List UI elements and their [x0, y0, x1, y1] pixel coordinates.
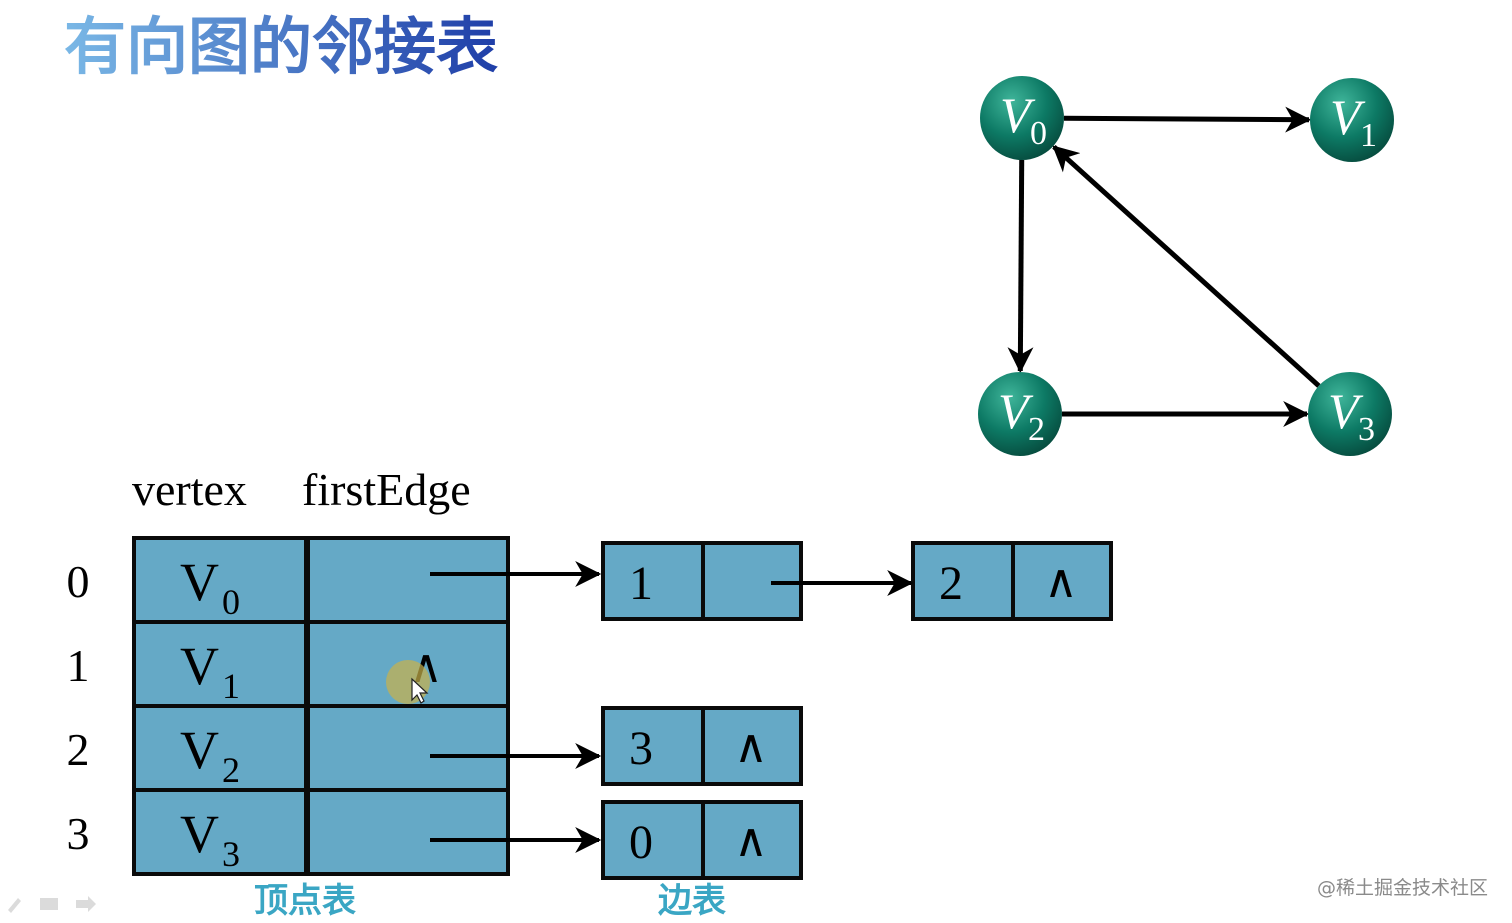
next-cell [701, 706, 803, 786]
vertex-label: V [180, 552, 219, 612]
vertex-label: V [180, 804, 219, 864]
vertex-subscript: 3 [222, 834, 240, 874]
null-marker: ∧ [734, 815, 768, 866]
adjvex-value: 2 [939, 557, 963, 610]
vertex-label: V [180, 720, 219, 780]
row-index: 3 [67, 808, 90, 859]
graph-node-label: V [1000, 87, 1036, 143]
vertex-cell [132, 536, 308, 624]
watermark-text: @稀土掘金技术社区 [1317, 877, 1488, 899]
next-arrow-icon[interactable] [76, 896, 96, 912]
cursor-halo [386, 660, 430, 704]
vertex-cell [132, 704, 308, 792]
graph-node-label: V [998, 383, 1034, 439]
edge-node: 0∧ [601, 800, 803, 880]
adjvex-value: 3 [629, 722, 653, 775]
graph-edge-v0-v2 [1007, 159, 1034, 374]
edge-node: 2∧ [911, 541, 1113, 621]
firstedge-cell [306, 788, 510, 876]
page-title: 有向图的邻接表 [64, 10, 498, 83]
menu-icon[interactable] [40, 898, 58, 910]
firstedge-cell [306, 536, 510, 624]
graph-node-label: V [1328, 383, 1364, 439]
row-index: 1 [67, 640, 90, 691]
adjvex-cell [601, 541, 705, 621]
edge-table-caption: 边表 [658, 881, 726, 921]
vertex-cell [132, 788, 308, 876]
vertex-subscript: 1 [222, 666, 240, 706]
header-firstedge: firstEdge [302, 464, 471, 515]
vertex-subscript: 0 [222, 582, 240, 622]
pen-icon[interactable] [8, 898, 21, 913]
next-cell [1011, 541, 1113, 621]
row-index: 2 [67, 724, 90, 775]
graph-node-label: V [1330, 89, 1366, 145]
graph-node-subscript: 3 [1358, 411, 1375, 448]
vertex-subscript: 2 [222, 750, 240, 790]
adjvex-cell [911, 541, 1015, 621]
graph-node-subscript: 0 [1030, 115, 1047, 152]
adjvex-value: 0 [629, 816, 653, 869]
edge-node: 1 [601, 541, 803, 621]
slide-toolbar[interactable] [8, 896, 96, 913]
cursor-arrow-icon [411, 677, 429, 704]
vertex-label: V [180, 636, 219, 696]
row-index: 0 [67, 556, 90, 607]
graph-edge-v0-v1 [1063, 106, 1312, 133]
adjvex-cell [601, 800, 705, 880]
null-marker: ∧ [1044, 556, 1078, 607]
edge-node: 3∧ [601, 706, 803, 786]
null-marker: ∧ [734, 721, 768, 772]
firstedge-cell [306, 704, 510, 792]
adjvex-value: 1 [629, 557, 653, 610]
pointer-arrows [430, 561, 914, 853]
graph-edge-v3-v0 [1052, 144, 1321, 388]
mouse-cursor [386, 660, 430, 704]
adjvex-cell [601, 706, 705, 786]
graph-node-subscript: 2 [1028, 411, 1045, 448]
header-vertex: vertex [132, 464, 247, 515]
vertex-table-caption: 顶点表 [254, 881, 356, 921]
graph-node-subscript: 1 [1360, 117, 1377, 154]
next-cell [701, 800, 803, 880]
vertex-cell [132, 620, 308, 708]
